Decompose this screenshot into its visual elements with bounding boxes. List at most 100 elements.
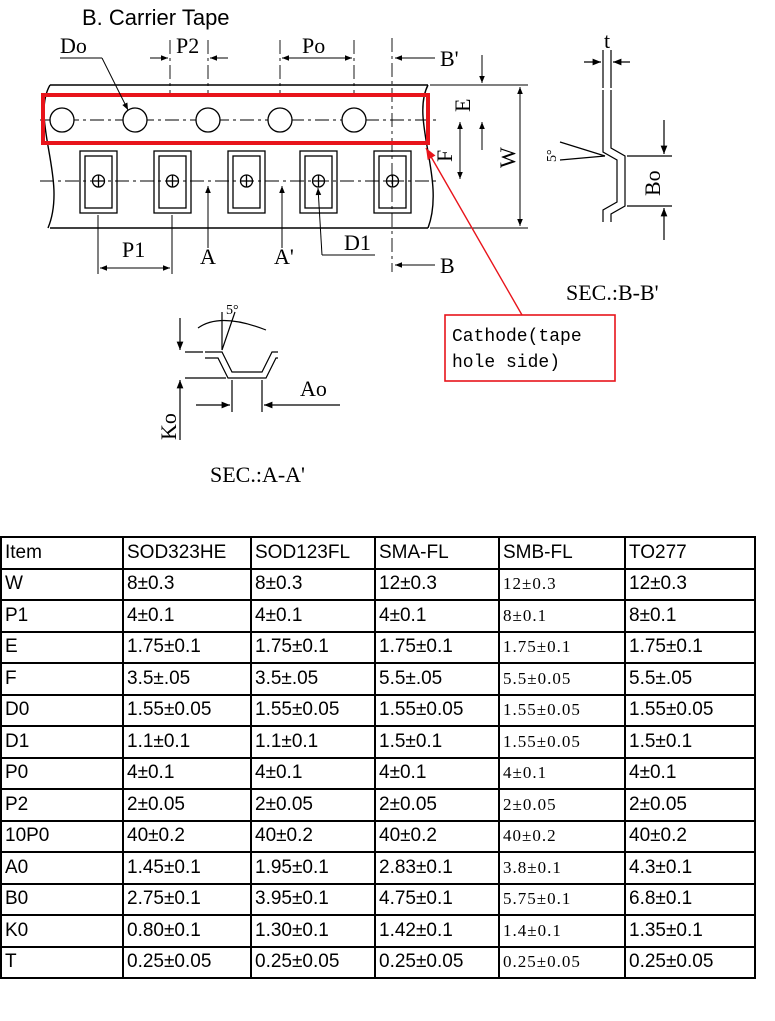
table-cell: 3.8±0.1 [498,851,626,885]
table-cell: 12±0.3 [624,567,756,601]
table-header-cell: SOD323HE [122,536,252,570]
label-5deg-aa: 5° [226,303,239,318]
table-cell: 1.75±0.1 [624,630,756,664]
table-cell: 5.5±.05 [624,662,756,696]
component-pockets [79,150,412,214]
table-cell: B0 [0,882,124,916]
table-cell: 1.55±0.05 [374,693,500,727]
label-f: F [432,150,457,162]
table-cell: 1.55±0.05 [498,725,626,759]
table-cell: 0.80±0.1 [122,914,252,948]
table-cell: 1.4±0.1 [498,914,626,948]
label-t: t [604,28,610,53]
label-b: B [440,253,455,278]
table-cell: W [0,567,124,601]
table-cell: 1.75±0.1 [122,630,252,664]
label-b-prime: B' [440,46,459,71]
dimension-lines-bottom [97,186,375,274]
table-cell: 6.8±0.1 [624,882,756,916]
table-cell: 8±0.3 [122,567,252,601]
table-cell: 5.75±0.1 [498,882,626,916]
table-cell: D1 [0,725,124,759]
table-header-cell: SMA-FL [374,536,500,570]
table-cell: 3.95±0.1 [250,882,376,916]
table-cell: 4.3±0.1 [624,851,756,885]
label-a: A [200,244,216,269]
table-cell: 4±0.1 [374,599,500,633]
table-cell: 4±0.1 [374,756,500,790]
cathode-highlight-box [41,93,430,145]
callout-line-1: Cathode(tape [452,327,582,347]
callout-line-2: hole side) [452,353,560,373]
table-cell: 40±0.2 [498,819,626,853]
label-sec-bb: SEC.:B-B' [566,280,659,305]
table-header-cell: Item [0,536,124,570]
label-do: Do [60,33,87,58]
table-cell: 2±0.05 [374,788,500,822]
table-cell: D0 [0,693,124,727]
label-5deg-bb: 5° [545,149,560,162]
dimension-lines-top [60,55,352,111]
table-cell: 0.25±0.05 [498,945,626,979]
table-cell: 1.35±0.1 [624,914,756,948]
table-cell: 8±0.1 [498,599,626,633]
table-cell: 3.5±.05 [250,662,376,696]
label-ao: Ao [300,376,327,401]
table-cell: 1.75±0.1 [374,630,500,664]
table-cell: 1.75±0.1 [250,630,376,664]
table-cell: 2.75±0.1 [122,882,252,916]
label-d1: D1 [344,230,371,255]
label-a-prime: A' [274,244,294,269]
table-cell: 2.83±0.1 [374,851,500,885]
table-cell: 2±0.05 [498,788,626,822]
label-bo: Bo [640,170,665,196]
table-cell: 0.25±0.05 [122,945,252,979]
section-bb-profile [559,50,672,240]
table-cell: T [0,945,124,979]
table-cell: 4±0.1 [250,599,376,633]
table-cell: 4±0.1 [122,599,252,633]
table-cell: 5.5±0.05 [498,662,626,696]
cathode-callout-box [444,314,616,382]
label-po: Po [302,33,325,58]
table-cell: 4±0.1 [122,756,252,790]
table-cell: 4±0.1 [250,756,376,790]
table-cell: 5.5±.05 [374,662,500,696]
table-cell: 12±0.3 [374,567,500,601]
carrier-tape-diagram: B. Carrier Tape [40,5,672,487]
table-cell: 1.75±0.1 [498,630,626,664]
sprocket-holes [49,107,367,133]
table-cell: 0.25±0.05 [624,945,756,979]
label-p2: P2 [176,33,199,58]
table-cell: 3.5±.05 [122,662,252,696]
table-cell: 4±0.1 [624,756,756,790]
table-cell: 1.55±0.05 [498,693,626,727]
section-cut-b [395,55,435,268]
table-cell: 1.30±0.1 [250,914,376,948]
table-cell: 1.1±0.1 [250,725,376,759]
table-cell: 4.75±0.1 [374,882,500,916]
table-cell: 2±0.05 [624,788,756,822]
table-cell: 1.95±0.1 [250,851,376,885]
table-cell: 1.1±0.1 [122,725,252,759]
dimension-lines-right [430,55,528,229]
table-cell: 1.55±0.05 [624,693,756,727]
label-w: W [495,147,520,168]
table-cell: 2±0.05 [250,788,376,822]
table-cell: 8±0.3 [250,567,376,601]
label-sec-aa: SEC.:A-A' [210,462,305,487]
